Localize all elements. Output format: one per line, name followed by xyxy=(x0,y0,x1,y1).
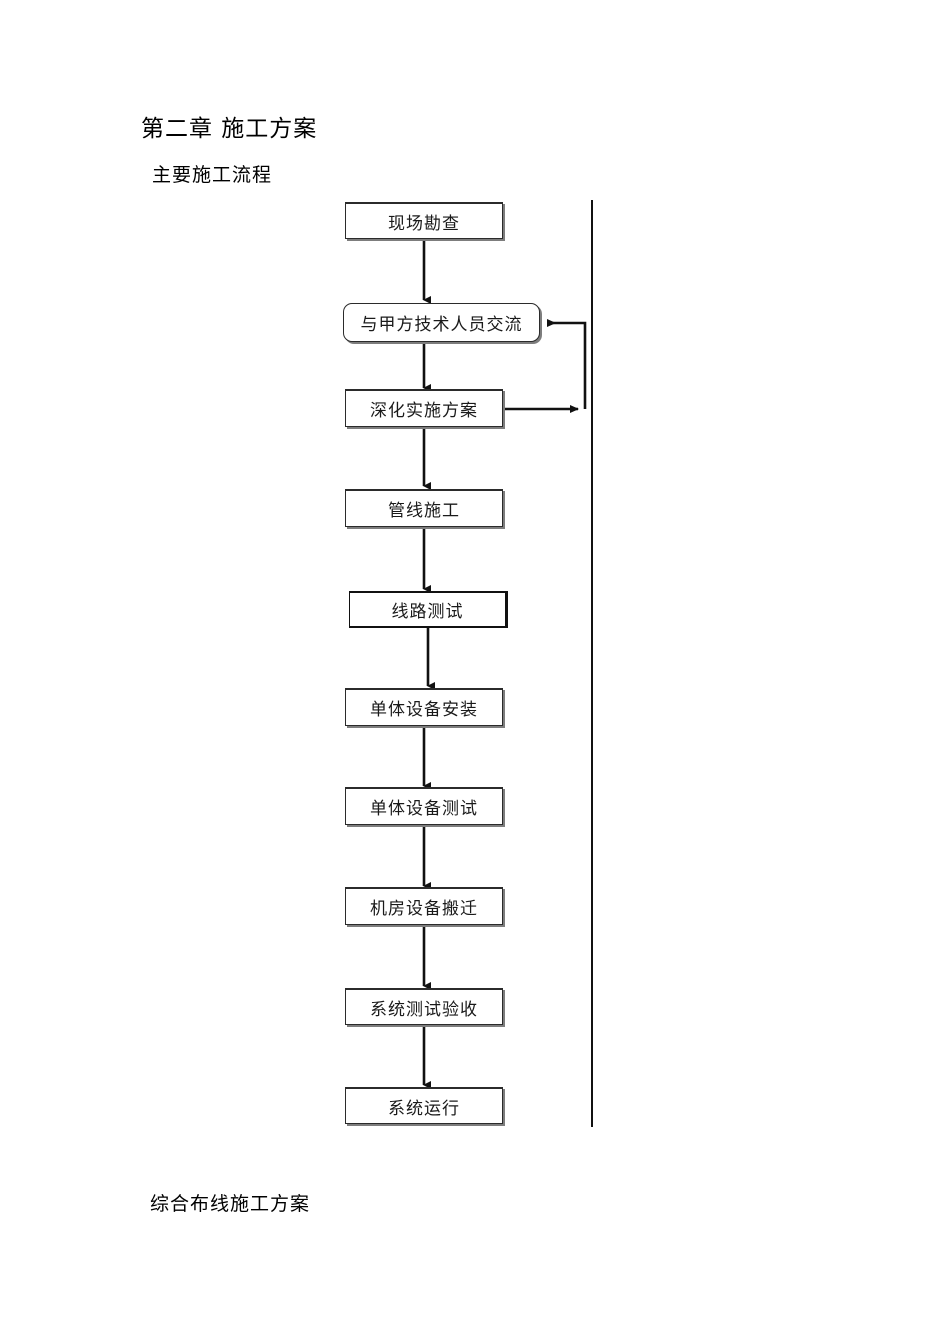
flow-node-label: 与甲方技术人员交流 xyxy=(360,315,523,335)
edge-loop-return-to-n2 xyxy=(547,319,587,409)
flow-node-label: 系统测试验收 xyxy=(370,999,478,1020)
flow-node-line-testing[interactable]: 线路测试 xyxy=(349,591,508,628)
flow-node-label: 单体设备安装 xyxy=(370,700,478,720)
flow-node-single-device-installation[interactable]: 单体设备安装 xyxy=(345,688,503,726)
section-subtitle: 主要施工流程 xyxy=(152,164,273,186)
flow-node-label: 深化实施方案 xyxy=(370,401,478,421)
flow-node-system-test-acceptance[interactable]: 系统测试验收 xyxy=(345,988,503,1025)
flow-node-label: 单体设备测试 xyxy=(370,799,478,819)
flow-node-system-operation[interactable]: 系统运行 xyxy=(345,1087,503,1124)
footer-caption: 综合布线施工方案 xyxy=(150,1193,311,1215)
flow-node-label: 线路测试 xyxy=(391,602,464,622)
flow-node-label: 机房设备搬迁 xyxy=(370,899,478,919)
flow-node-label: 管线施工 xyxy=(388,501,460,521)
flow-node-site-survey[interactable]: 现场勘查 xyxy=(345,202,503,239)
flow-node-client-technical-exchange[interactable]: 与甲方技术人员交流 xyxy=(343,303,540,342)
flow-node-label: 现场勘查 xyxy=(388,213,460,234)
flow-node-pipeline-construction[interactable]: 管线施工 xyxy=(345,489,503,527)
flow-node-detailed-implementation-plan[interactable]: 深化实施方案 xyxy=(345,389,503,427)
flow-node-label: 系统运行 xyxy=(388,1098,460,1119)
flow-node-single-device-testing[interactable]: 单体设备测试 xyxy=(345,787,503,825)
page-title: 第二章 施工方案 xyxy=(141,116,318,142)
flow-node-equipment-room-relocation[interactable]: 机房设备搬迁 xyxy=(345,887,503,925)
